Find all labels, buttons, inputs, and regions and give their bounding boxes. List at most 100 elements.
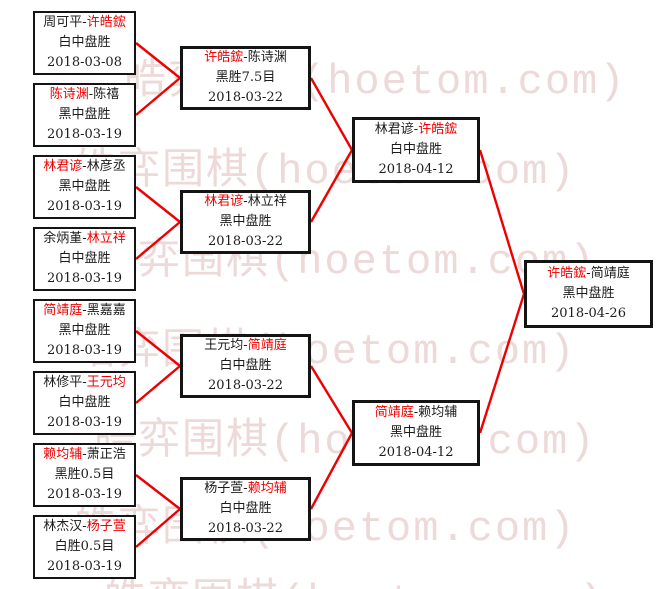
player-name: 许皓鋐 (418, 122, 458, 137)
match-result: 黑中盘胜 (389, 425, 442, 440)
name-separator: - (88, 87, 94, 102)
connector-line (309, 149, 354, 223)
connector-line (135, 365, 181, 404)
match-result: 黑中盘胜 (562, 286, 615, 301)
player-name: 周可平 (43, 15, 83, 30)
match-result: 黑中盘胜 (58, 323, 111, 338)
player-name: 许皓鋐 (547, 266, 587, 281)
player-name: 林立祥 (86, 231, 126, 246)
match-box-r16-6: 林修平-王元均 白中盘胜 2018-03-19 (33, 371, 136, 435)
name-separator: - (82, 303, 87, 318)
connector-line (478, 293, 526, 434)
name-separator: - (82, 375, 87, 390)
player-name: 陈诗渊 (49, 87, 89, 102)
connector-line (478, 149, 526, 295)
match-box-qf-2: 林君谚-林立祥 黑中盘胜 2018-03-22 (180, 190, 311, 254)
match-players: 杨子萱-赖均辅 (183, 479, 308, 499)
match-players: 简靖庭-黑嘉嘉 (35, 301, 134, 321)
player-name: 赖均辅 (247, 481, 287, 496)
match-result: 白胜0.5目 (54, 539, 115, 554)
watermark-text: 皓弈围棋(hoetom.com) (94, 238, 597, 286)
name-separator: - (82, 159, 87, 174)
player-name: 陈诗渊 (247, 50, 287, 65)
match-result: 黑中盘胜 (58, 179, 111, 194)
match-players: 许皓鋐-简靖庭 (527, 264, 650, 284)
match-result: 白中盘胜 (58, 251, 111, 266)
player-name: 陈禧 (93, 87, 120, 102)
match-date: 2018-03-19 (47, 559, 122, 574)
player-name: 林君谚 (43, 159, 83, 174)
match-result: 白中盘胜 (389, 142, 442, 157)
connector-line (309, 432, 354, 510)
match-date: 2018-03-19 (47, 127, 122, 142)
watermark-text: 皓弈围棋(hoetom.com) (94, 418, 597, 466)
connector-line (135, 508, 181, 548)
match-players: 王元均-简靖庭 (183, 336, 308, 356)
player-name: 林君谚 (204, 194, 244, 209)
match-box-r16-2: 陈诗渊-陈禧 黑中盘胜 2018-03-19 (33, 83, 136, 147)
match-box-sf-2: 简靖庭-赖均辅 黑中盘胜 2018-04-12 (352, 400, 480, 466)
match-box-r16-1: 周可平-许皓鋐 白中盘胜 2018-03-08 (33, 11, 136, 75)
player-name: 简靖庭 (374, 405, 414, 420)
match-players: 余炳堇-林立祥 (35, 229, 134, 249)
player-name: 林君谚 (374, 122, 414, 137)
match-players: 许皓鋐-陈诗渊 (183, 48, 308, 68)
match-date: 2018-03-19 (47, 487, 122, 502)
match-box-final: 许皓鋐-简靖庭 黑中盘胜 2018-04-26 (524, 260, 653, 328)
player-name: 林彦丞 (86, 159, 126, 174)
match-result: 黑胜0.5目 (54, 467, 115, 482)
match-box-r16-4: 余炳堇-林立祥 白中盘胜 2018-03-19 (33, 227, 136, 291)
match-box-qf-3: 王元均-简靖庭 白中盘胜 2018-03-22 (180, 334, 311, 398)
match-box-qf-1: 许皓鋐-陈诗渊 黑胜7.5目 2018-03-22 (180, 46, 311, 110)
match-date: 2018-03-08 (47, 55, 122, 70)
match-box-r16-5: 简靖庭-黑嘉嘉 黑中盘胜 2018-03-19 (33, 299, 136, 363)
player-name: 赖均辅 (43, 447, 83, 462)
player-name: 林立祥 (247, 194, 287, 209)
match-players: 林杰汉-杨子萱 (35, 517, 134, 537)
name-separator: - (82, 519, 87, 534)
match-result: 黑胜7.5目 (215, 70, 276, 85)
match-box-r16-7: 赖均辅-萧正浩 黑胜0.5目 2018-03-19 (33, 443, 136, 507)
name-separator: - (413, 122, 419, 137)
connector-line (135, 42, 181, 79)
connector-line (135, 186, 181, 223)
match-date: 2018-03-19 (47, 271, 122, 286)
player-name: 简靖庭 (43, 303, 83, 318)
match-result: 白中盘胜 (58, 395, 111, 410)
match-players: 林修平-王元均 (35, 373, 134, 393)
match-players: 简靖庭-赖均辅 (355, 403, 477, 423)
connector-line (309, 77, 354, 151)
match-date: 2018-03-22 (208, 90, 283, 105)
match-result: 白中盘胜 (58, 35, 111, 50)
connector-line (135, 330, 181, 367)
match-date: 2018-03-22 (208, 378, 283, 393)
match-date: 2018-03-19 (47, 343, 122, 358)
name-separator: - (243, 481, 248, 496)
player-name: 许皓鋐 (204, 50, 244, 65)
player-name: 杨子萱 (204, 481, 244, 496)
name-separator: - (82, 15, 87, 30)
match-date: 2018-04-12 (378, 162, 454, 177)
player-name: 王元均 (86, 375, 126, 390)
match-players: 林君谚-林彦丞 (35, 157, 134, 177)
player-name: 许皓鋐 (86, 15, 126, 30)
player-name: 萧正浩 (86, 447, 126, 462)
player-name: 赖均辅 (418, 405, 458, 420)
match-box-qf-4: 杨子萱-赖均辅 白中盘胜 2018-03-22 (180, 477, 311, 541)
connector-line (309, 365, 354, 434)
match-date: 2018-03-19 (47, 199, 122, 214)
watermark-text: 皓弈围棋(hoetom.com) (104, 565, 606, 589)
player-name: 简靖庭 (247, 338, 287, 353)
name-separator: - (82, 231, 87, 246)
player-name: 杨子萱 (86, 519, 126, 534)
player-name: 余炳堇 (43, 231, 83, 246)
player-name: 林杰汉 (43, 519, 83, 534)
player-name: 简靖庭 (590, 266, 630, 281)
name-separator: - (413, 405, 419, 420)
name-separator: - (243, 338, 248, 353)
match-date: 2018-04-12 (378, 445, 454, 460)
match-box-r16-8: 林杰汉-杨子萱 白胜0.5目 2018-03-19 (33, 515, 136, 579)
player-name: 林修平 (43, 375, 83, 390)
